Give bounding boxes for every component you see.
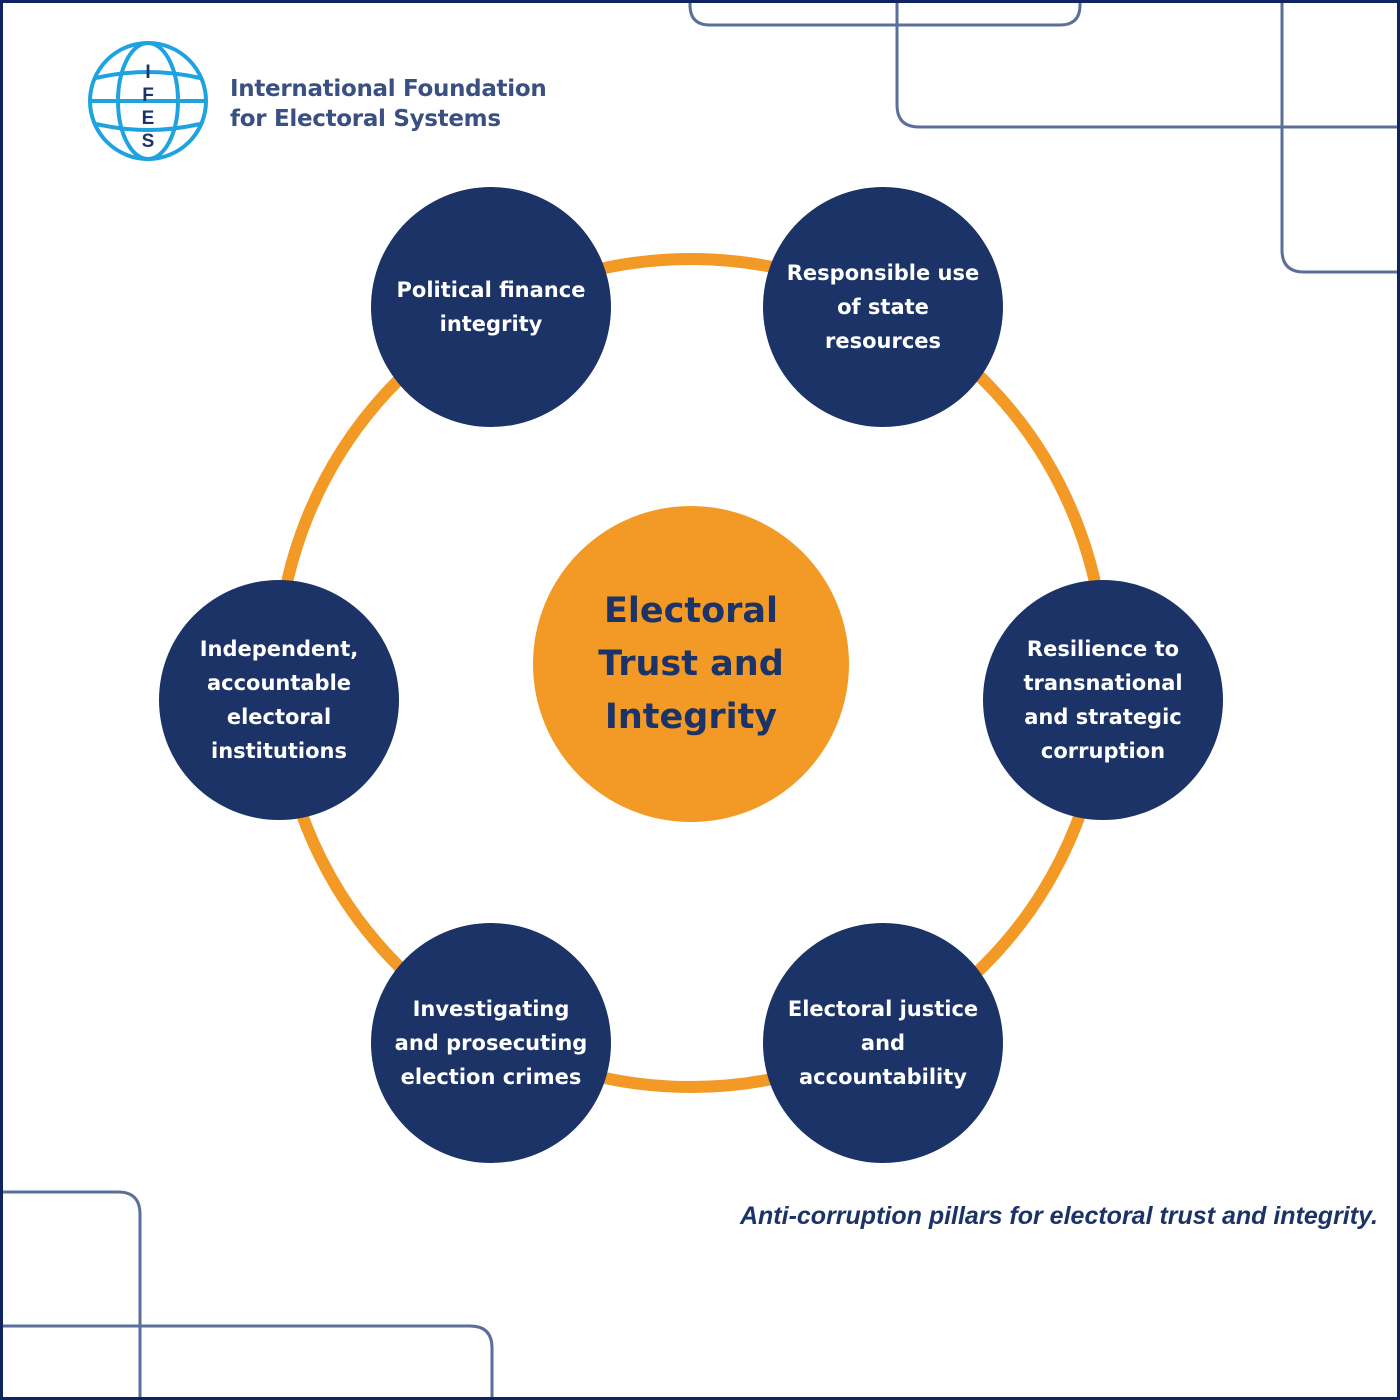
organization-name: International Foundation for Electoral S… bbox=[230, 74, 547, 134]
deco-line bbox=[895, 0, 1400, 129]
caption: Anti-corruption pillars for electoral tr… bbox=[739, 1202, 1378, 1230]
organization-name-line2: for Electoral Systems bbox=[230, 106, 501, 132]
pillar-state-resources: Responsible use of state resources bbox=[763, 187, 1003, 427]
svg-text:S: S bbox=[142, 131, 155, 152]
ifes-globe-logo bbox=[88, 41, 208, 161]
pillar-political-finance: Political finance integrity bbox=[371, 187, 611, 427]
pillar-election-crimes: Investigating and prosecuting election c… bbox=[371, 923, 611, 1163]
pillar-electoral-justice: Electoral justice and accountability bbox=[763, 923, 1003, 1163]
deco-line bbox=[1280, 0, 1400, 274]
svg-text:I: I bbox=[145, 62, 150, 83]
deco-line bbox=[688, 0, 1082, 27]
pillar-transnational-corruption: Resilience to transnational and strategi… bbox=[983, 580, 1223, 820]
organization-name-line1: International Foundation bbox=[230, 76, 547, 102]
pillar-electoral-institutions: Independent, accountable electoral insti… bbox=[159, 580, 399, 820]
deco-line bbox=[0, 1324, 494, 1400]
deco-line bbox=[0, 1190, 142, 1400]
svg-text:E: E bbox=[142, 108, 155, 129]
svg-text:F: F bbox=[142, 85, 154, 106]
center-circle: Electoral Trust and Integrity bbox=[533, 506, 849, 822]
